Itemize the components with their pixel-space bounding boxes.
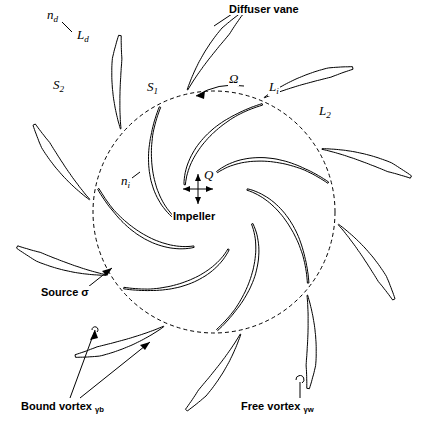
symbol-label: ni	[120, 174, 131, 190]
part-label: Free vortex γw	[240, 400, 315, 415]
blade	[338, 224, 395, 300]
blade	[33, 124, 90, 200]
symbol-label: Li	[268, 80, 280, 96]
leader-line	[300, 382, 301, 398]
blade	[306, 295, 316, 389]
leader-line	[70, 330, 95, 398]
blade	[17, 246, 107, 275]
vortex-symbols	[92, 327, 304, 383]
blade	[264, 67, 353, 98]
arrowhead	[102, 268, 112, 276]
normal-leader	[132, 172, 140, 178]
blade	[75, 326, 164, 357]
part-label: Impeller	[172, 210, 216, 222]
blade	[112, 35, 122, 129]
symbol-label: L2	[318, 104, 332, 120]
part-label: Diffuser vane	[228, 3, 300, 15]
blade	[186, 334, 241, 411]
blade	[322, 149, 412, 179]
arrowhead	[140, 342, 150, 350]
part-label: Source σ	[40, 286, 90, 298]
blade	[217, 224, 259, 331]
vortex-symbol	[92, 327, 98, 332]
symbol-label: nd	[46, 8, 59, 24]
interface-circle	[93, 91, 335, 333]
symbol-label: S1	[146, 80, 159, 96]
blade	[149, 107, 175, 219]
leader-line	[80, 342, 150, 398]
blade	[187, 13, 242, 90]
blade	[217, 158, 329, 184]
arrowhead	[196, 91, 205, 99]
leader-line	[88, 268, 112, 287]
part-label: Bound vortex γb	[20, 400, 105, 415]
leader-lines	[62, 14, 300, 398]
blade	[184, 104, 263, 185]
vortex-symbol	[296, 376, 304, 383]
blade	[247, 189, 309, 283]
normal-leader	[62, 22, 72, 32]
leader-line	[214, 14, 232, 26]
symbol-label: Ld	[76, 28, 90, 44]
symbol-label: Ω	[228, 72, 239, 86]
blade-group	[17, 13, 412, 411]
blade	[124, 249, 230, 291]
symbol-label: S2	[52, 78, 65, 94]
symbol-label: Q	[203, 168, 214, 182]
